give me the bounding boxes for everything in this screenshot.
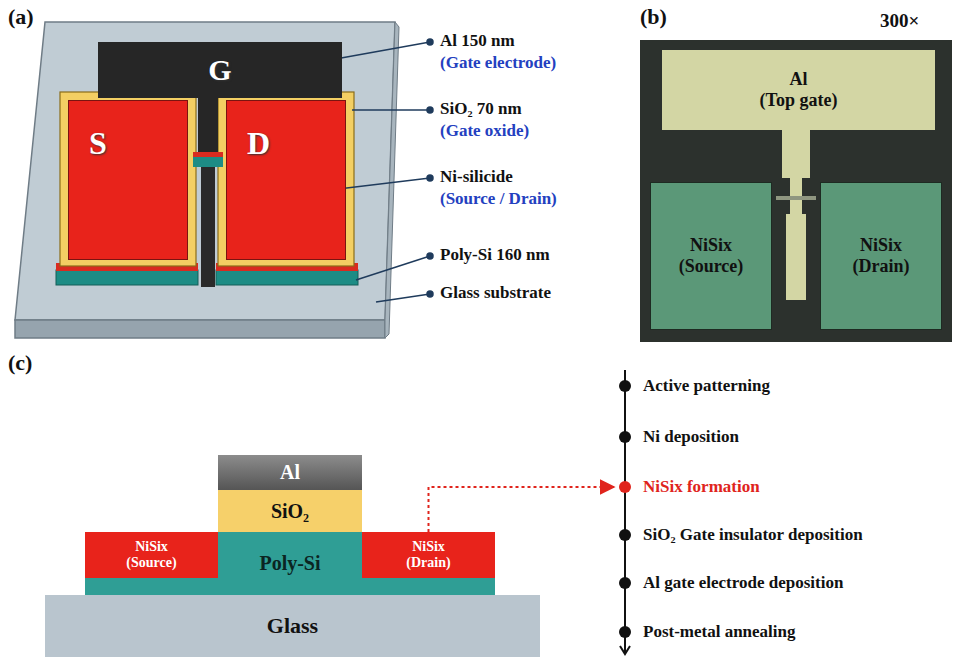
- glass-layer: Glass: [45, 595, 540, 657]
- node-text: D: [247, 125, 270, 162]
- node-text: Al (Top gate): [760, 69, 838, 110]
- gate-pad-photo: Al (Top gate): [662, 50, 935, 130]
- layer-callout: Poly-Si 160 nm: [440, 245, 550, 265]
- text-line: NiSix: [679, 235, 744, 256]
- node-text: Al gate electrode deposition: [643, 573, 843, 593]
- leader-dot: [427, 39, 433, 45]
- source-layer: NiSix (Source): [85, 532, 218, 578]
- drain-pad-photo: NiSix (Drain): [820, 182, 942, 330]
- timeline-tip: [620, 646, 630, 654]
- poly-si-layer: [56, 270, 198, 285]
- process-link-arrow: [429, 487, 615, 532]
- process-step: NiSix formation: [615, 475, 760, 499]
- active-bar: [201, 167, 215, 287]
- timeline-dot: [619, 431, 631, 443]
- timeline-dot: [619, 626, 631, 638]
- node-text: SiO₂ Gate insulator deposition: [643, 525, 863, 545]
- node-text: S: [89, 125, 107, 162]
- layer-role: (Source / Drain): [440, 189, 557, 209]
- gate-oxide: [218, 92, 354, 266]
- process-step: Post-metal annealing: [615, 620, 796, 644]
- panel-letter: (a): [8, 4, 34, 30]
- process-step: SiO₂ Gate insulator deposition: [615, 523, 863, 547]
- node-text: Post-metal annealing: [643, 622, 796, 642]
- glass-slab-side: [385, 22, 399, 338]
- node-text: Poly-Si: [259, 552, 320, 575]
- layer-role: (Gate electrode): [440, 53, 556, 73]
- oxide-layer: SiO₂: [218, 490, 362, 532]
- timeline-dot: [619, 380, 631, 392]
- gate-stem: [782, 128, 810, 178]
- leader-dot: [427, 291, 433, 297]
- text-line: NiSix: [853, 235, 910, 256]
- process-step: Al gate electrode deposition: [615, 571, 843, 595]
- drain-region: D: [226, 100, 346, 260]
- text-line: NiSix: [126, 539, 176, 555]
- layer-callout: Glass substrate: [440, 283, 551, 303]
- source-region: S: [68, 100, 188, 260]
- node-text: NiSix (Drain): [406, 539, 450, 571]
- node-text: Active patterning: [643, 376, 770, 396]
- timeline-dot: [619, 577, 631, 589]
- layer-role: (Gate oxide): [440, 121, 529, 141]
- layer-callout: SiO₂ 70 nm: [440, 99, 522, 119]
- gate-pad: [786, 214, 806, 300]
- node-text: Glass: [267, 613, 318, 638]
- gate-electrode: G: [98, 42, 342, 98]
- gate-neck: [790, 176, 802, 216]
- source-pad-photo: NiSix (Source): [650, 182, 772, 330]
- silicide-edge: [216, 263, 358, 271]
- leader-line: [330, 42, 430, 60]
- poly-si-layer: [216, 270, 358, 285]
- node-text: SiO₂: [271, 500, 309, 523]
- silicide-edge: [56, 263, 198, 271]
- node-text: NiSix (Source): [126, 539, 176, 571]
- glass-slab-top: [15, 22, 395, 320]
- poly-layer: Poly-Si: [218, 532, 362, 595]
- gate-oxide: [60, 92, 196, 266]
- channel-poly: [193, 157, 223, 167]
- node-text: G: [208, 53, 231, 88]
- gate-layer: Al: [218, 455, 362, 490]
- node-text: Ni deposition: [643, 427, 739, 447]
- leader-dot: [427, 175, 433, 181]
- channel-silicide: [193, 152, 223, 157]
- leader-line: [376, 294, 430, 302]
- text-line: (Drain): [853, 256, 910, 277]
- process-timeline: [624, 370, 626, 652]
- text-line: Al: [760, 69, 838, 90]
- channel-edge: [776, 196, 816, 200]
- micrograph-frame: [640, 40, 952, 342]
- drain-layer: NiSix (Drain): [362, 532, 495, 578]
- node-text: Al: [280, 461, 300, 484]
- magnification: 300×: [880, 10, 919, 33]
- glass-slab-front: [15, 320, 385, 338]
- text-line: (Top gate): [760, 90, 838, 111]
- gate-stem: [198, 94, 218, 154]
- node-text: NiSix formation: [643, 477, 760, 497]
- text-line: (Drain): [406, 555, 450, 571]
- layer-callout: Ni-silicide: [440, 167, 513, 187]
- node-text: NiSix (Drain): [853, 235, 910, 276]
- panel-letter: (c): [8, 350, 32, 376]
- process-step: Active patterning: [615, 374, 770, 398]
- leader-line: [356, 256, 430, 280]
- layer-callout: Al 150 nm: [440, 31, 515, 51]
- leader-dot: [427, 107, 433, 113]
- panel-letter: (b): [640, 4, 667, 30]
- text-line: (Source): [126, 555, 176, 571]
- timeline-dot: [619, 481, 631, 493]
- leader-dot: [427, 253, 433, 259]
- text-line: (Source): [679, 256, 744, 277]
- leader-line: [352, 109, 430, 111]
- process-step: Ni deposition: [615, 425, 739, 449]
- text-line: NiSix: [406, 539, 450, 555]
- node-text: NiSix (Source): [679, 235, 744, 276]
- timeline-dot: [619, 529, 631, 541]
